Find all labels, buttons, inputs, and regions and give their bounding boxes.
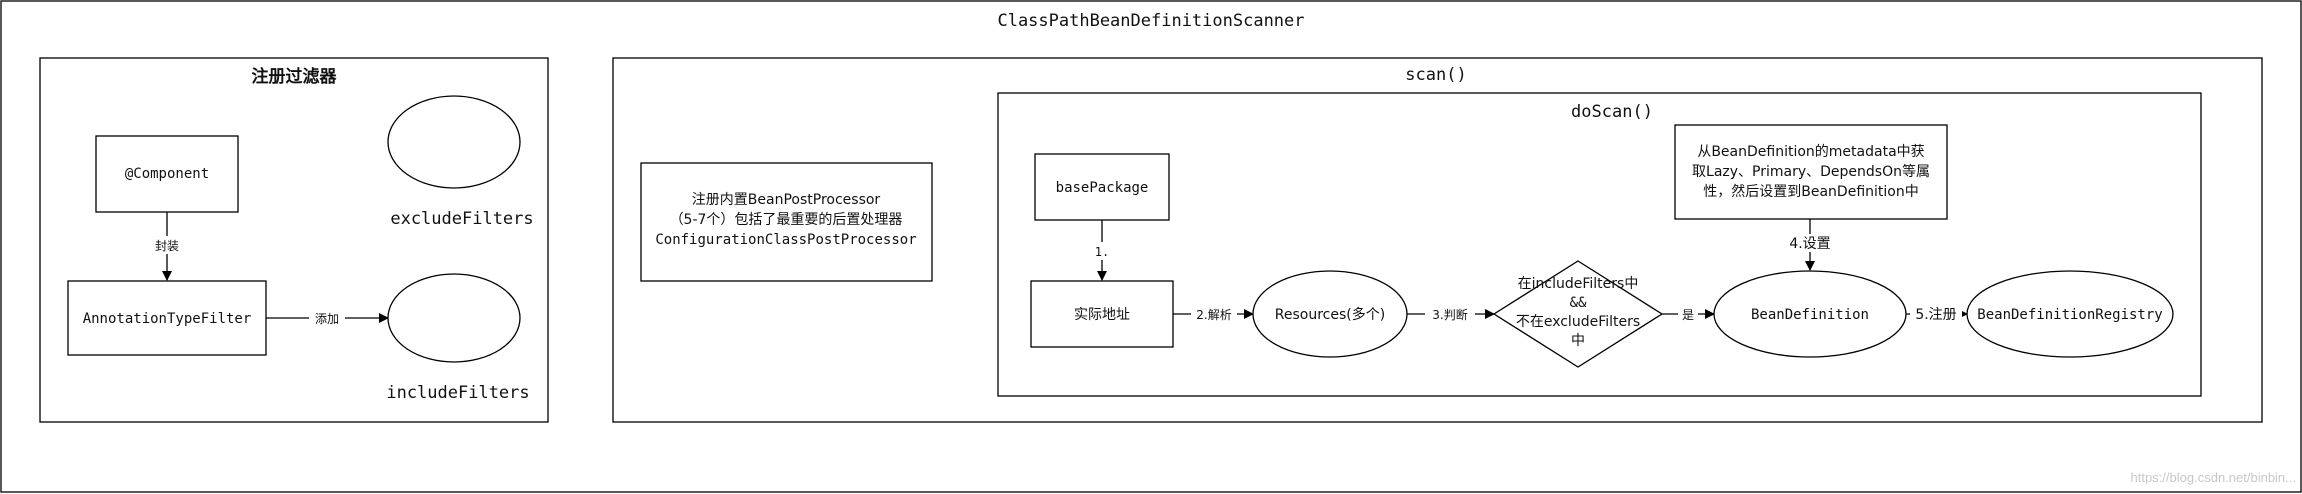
decision-line-4: 中 — [1571, 333, 1585, 349]
bean-definition-registry-label: BeanDefinitionRegistry — [1977, 307, 2162, 323]
watermark-text: https://blog.csdn.net/binbin... — [2131, 470, 2297, 485]
step4-label: 4.设置 — [1789, 236, 1830, 252]
actual-address-label: 实际地址 — [1074, 307, 1130, 323]
base-package-label: basePackage — [1056, 180, 1149, 196]
resources-label: Resources(多个) — [1275, 306, 1385, 323]
processor-note-box — [640, 162, 933, 282]
scan-panel-title: scan() — [1405, 65, 1466, 85]
exclude-filters-label: excludeFilters — [390, 209, 533, 229]
scan-panel — [612, 57, 2263, 423]
decision-line-1: 在includeFilters中 — [1518, 276, 1639, 292]
processor-note-line-3: ConfigurationClassPostProcessor — [655, 232, 916, 248]
processor-note-line-2: （5-7个）包括了最重要的后置处理器 — [670, 212, 903, 228]
decision-line-2: && — [1570, 295, 1587, 311]
decision-line-3: 不在excludeFilters — [1516, 314, 1640, 330]
include-filters-label: includeFilters — [386, 383, 529, 403]
step5-label: 5.注册 — [1915, 307, 1956, 323]
filter-decision-node — [1492, 260, 1664, 368]
annotation-type-filter-node — [67, 280, 267, 356]
include-filters-node — [387, 273, 521, 363]
base-package-node — [1034, 153, 1170, 221]
metadata-note-line-2: 取Lazy、Primary、DependsOn等属 — [1692, 163, 1930, 180]
metadata-note-line-3: 性，然后设置到BeanDefinition中 — [1703, 183, 1918, 200]
component-node-label: @Component — [125, 166, 209, 182]
filter-panel-title: 注册过滤器 — [252, 66, 338, 87]
annotation-type-filter-label: AnnotationTypeFilter — [83, 311, 252, 327]
yes-label: 是 — [1682, 308, 1694, 322]
doscan-panel — [997, 92, 2202, 397]
diagram-title: ClassPathBeanDefinitionScanner — [997, 11, 1304, 31]
bean-definition-registry-node — [1966, 270, 2174, 358]
wrap-edge-label: 封装 — [155, 239, 179, 253]
bean-definition-label: BeanDefinition — [1751, 307, 1869, 323]
doscan-panel-title: doScan() — [1571, 102, 1653, 122]
step3-label: 3.判断 — [1432, 307, 1467, 322]
processor-note-line-1: 注册内置BeanPostProcessor — [692, 192, 881, 208]
metadata-note-box — [1674, 124, 1948, 220]
exclude-filters-node — [387, 95, 521, 189]
actual-address-node — [1030, 280, 1174, 348]
metadata-note-line-1: 从BeanDefinition的metadata中获 — [1697, 144, 1924, 160]
step1-label: 1. — [1095, 245, 1109, 259]
filter-panel — [39, 57, 549, 423]
add-edge-label: 添加 — [315, 312, 339, 326]
step2-label: 2.解析 — [1196, 308, 1231, 322]
